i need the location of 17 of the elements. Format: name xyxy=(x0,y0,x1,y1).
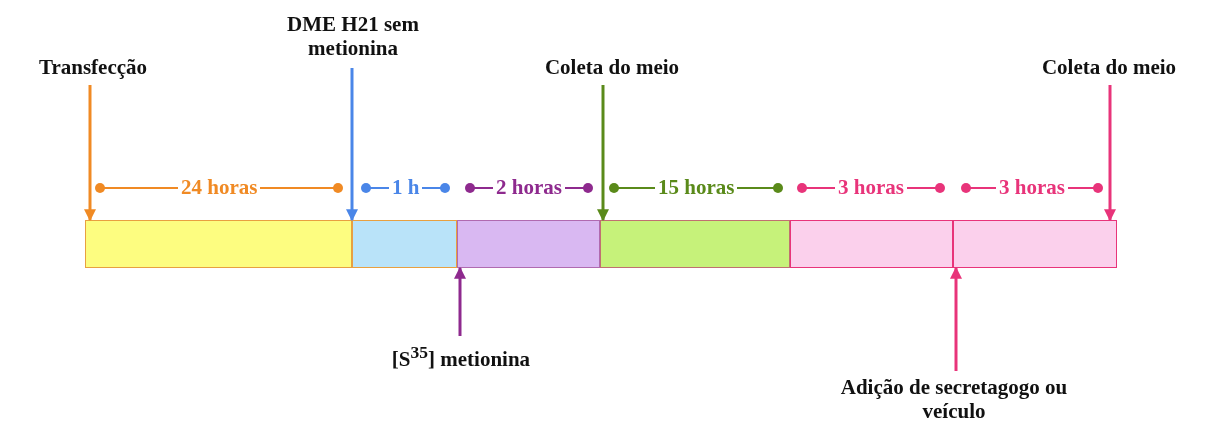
timeline-segment xyxy=(352,220,457,268)
step-label: Coleta do meio xyxy=(515,55,709,81)
step-label: Adição de secretagogo ou veículo xyxy=(836,375,1072,427)
step-label: Transfecção xyxy=(18,55,168,81)
arrow xyxy=(597,85,609,222)
step-label: DME H21 sem metionina xyxy=(282,12,424,64)
timeline-segment xyxy=(953,220,1117,268)
timeline-segment xyxy=(790,220,953,268)
timeline-segment xyxy=(600,220,790,268)
arrow xyxy=(454,266,466,336)
arrow xyxy=(346,68,358,222)
timeline-segment xyxy=(457,220,600,268)
step-label: Coleta do meio xyxy=(1012,55,1206,81)
arrow xyxy=(1104,85,1116,222)
arrow xyxy=(84,85,96,222)
arrow xyxy=(950,266,962,371)
timeline-segment xyxy=(85,220,352,268)
